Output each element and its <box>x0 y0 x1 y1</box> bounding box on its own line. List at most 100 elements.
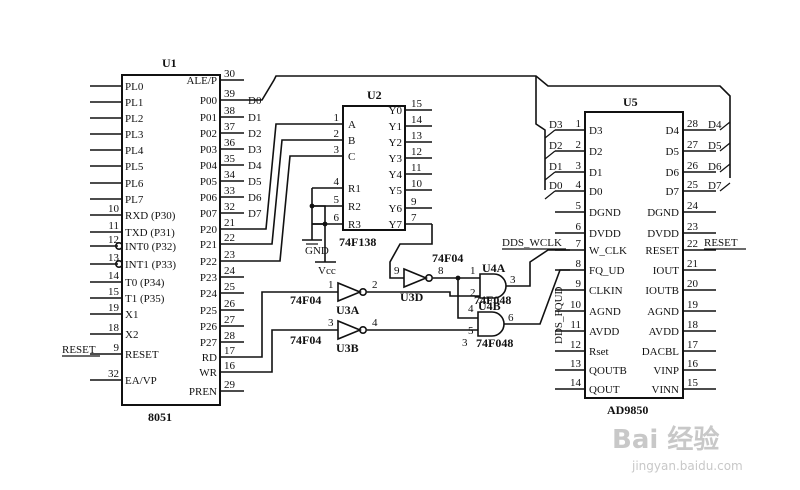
u5-pin-num-3: 3 <box>576 160 582 172</box>
u1-pin-num-17: 17 <box>224 345 236 357</box>
u4b-part: 74F048 <box>476 336 513 350</box>
wire-p22-to-c <box>244 155 326 262</box>
u5-part: AD9850 <box>607 403 648 417</box>
u1-pin-name-ea-vp: EA/VP <box>125 375 157 387</box>
u3a-out-num: 2 <box>372 279 378 291</box>
u1-pin-name-pl2: PL2 <box>125 113 143 125</box>
u1-pin-num-22: 22 <box>224 232 235 244</box>
u1-pin-name-p27: P27 <box>200 337 218 349</box>
u1-pin-num-38: 38 <box>224 105 236 117</box>
u5-ext-label-r-d4: D4 <box>708 119 722 131</box>
u3d-out-num: 8 <box>438 265 444 277</box>
u1-bus-label-d5: D5 <box>248 176 262 188</box>
u1-pin-num-18: 18 <box>108 322 120 334</box>
u2-pin-name-y6: Y6 <box>389 203 403 215</box>
u5-ext-label-r-d6: D6 <box>708 161 722 173</box>
u5-pin-num-21: 21 <box>687 258 698 270</box>
net-label-fqud: DDS_FQUD <box>553 286 565 344</box>
u1-pin-name-ale-p: ALE/P <box>186 75 217 87</box>
u5-pin-num-6: 6 <box>576 221 582 233</box>
u3a-in-num: 1 <box>328 279 334 291</box>
u5-pin-name-ioutb: IOUTB <box>645 285 679 297</box>
u1-pin-num-19: 19 <box>108 302 120 314</box>
u1-pin-name-pl4: PL4 <box>125 145 144 157</box>
u5-pin-num-17: 17 <box>687 339 699 351</box>
u1-pin-name-reset: RESET <box>125 349 159 361</box>
u1-pin-num-27: 27 <box>224 314 236 326</box>
watermark-url: jingyan.baidu.com <box>631 459 743 473</box>
u5-pin-num-13: 13 <box>570 358 582 370</box>
u5-ext-label-r-d7: D7 <box>708 180 722 192</box>
u5-body <box>584 111 684 399</box>
u4a-in1-num: 1 <box>470 265 476 277</box>
u5-ext-label-d2: D2 <box>549 140 562 152</box>
u1-pin-name-p26: P26 <box>200 321 218 333</box>
u5-bus-entry-right <box>719 163 731 173</box>
u4a-body <box>479 273 507 299</box>
u1-pin-num-13: 13 <box>108 252 120 264</box>
wire-rd-to-u3a <box>244 291 338 358</box>
u3b-body <box>337 319 363 341</box>
u2-pin-name-r1: R1 <box>348 183 361 195</box>
u4b-out-num: 6 <box>508 312 514 324</box>
wire-p20-to-a <box>244 123 326 230</box>
u2-pin-num-6: 6 <box>334 212 340 224</box>
u1-pin-num-21: 21 <box>224 217 235 229</box>
u1-pin-name-txd-p31: TXD (P31) <box>125 227 175 239</box>
u1-pin-name-x2: X2 <box>125 329 138 341</box>
u4a-in2-num: 2 <box>470 287 476 299</box>
u2-ref: U2 <box>367 88 382 102</box>
u5-pin-name-d5: D5 <box>666 146 680 158</box>
u5-pin-name-rset: Rset <box>589 346 609 358</box>
wire-p21-to-b <box>244 139 326 245</box>
u5-bus-entry-left <box>544 129 556 139</box>
u1-pin-num-35: 35 <box>224 153 236 165</box>
u4a-out-num: 3 <box>510 274 516 286</box>
u5-pin-name-dgnd: DGND <box>647 207 679 219</box>
u5-pin-num-18: 18 <box>687 319 699 331</box>
u2-pin-name-a: A <box>348 119 356 131</box>
u3a-body <box>337 281 363 303</box>
u4b-ref: U4B <box>478 299 501 313</box>
u5-pin-num-16: 16 <box>687 358 699 370</box>
u1-pin-name-pl0: PL0 <box>125 81 144 93</box>
u1-pin-name-int1-p33: INT1 (P33) <box>125 259 176 271</box>
u5-pin-num-11: 11 <box>570 319 581 331</box>
u3d-in-num: 9 <box>394 265 400 277</box>
u1-bus-label-d6: D6 <box>248 192 262 204</box>
u3d-ref: U3D <box>400 290 424 304</box>
u5-pin-name-w-clk: W_CLK <box>589 245 627 257</box>
u5-pin-num-5: 5 <box>576 200 582 212</box>
u1-pin-num-15: 15 <box>108 286 120 298</box>
u2-pin-name-y5: Y5 <box>389 185 403 197</box>
u5-bus-entry-right <box>719 142 731 152</box>
u2-pin-name-r3: R3 <box>348 219 361 231</box>
wire-u3a-out <box>367 291 480 297</box>
u2-pin-num-14: 14 <box>411 114 423 126</box>
u1-bus-label-d3: D3 <box>248 144 262 156</box>
u2-gnd-label: GND <box>305 245 329 257</box>
u5-pin-num-12: 12 <box>570 339 581 351</box>
u1-ref: U1 <box>162 56 177 70</box>
u1-pin-name-x1: X1 <box>125 309 138 321</box>
u1-pin-name-rd: RD <box>202 352 217 364</box>
u2-pin-num-11: 11 <box>411 162 422 174</box>
u5-pin-num-15: 15 <box>687 377 699 389</box>
u5-bus-entry-right <box>719 182 731 192</box>
u3d-part: 74F04 <box>432 251 463 265</box>
u1-pin-num-33: 33 <box>224 185 236 197</box>
u5-ext-label-d3: D3 <box>549 119 563 131</box>
u5-pin-name-agnd: AGND <box>647 306 679 318</box>
u5-reset-net-label: RESET <box>704 237 738 249</box>
net-label-wclk: DDS_WCLK <box>502 237 562 249</box>
u2-pin-num-5: 5 <box>334 194 340 206</box>
u1-pin-num-28: 28 <box>224 330 236 342</box>
u3a-part: 74F04 <box>290 293 321 307</box>
u3b-out-num: 4 <box>372 317 378 329</box>
u5-pin-num-1: 1 <box>576 118 582 130</box>
u5-pin-num-8: 8 <box>576 258 582 270</box>
u1-pin-name-p07: P07 <box>200 208 218 220</box>
u5-pin-num-19: 19 <box>687 299 699 311</box>
u5-pin-name-dacbl: DACBL <box>642 346 680 358</box>
